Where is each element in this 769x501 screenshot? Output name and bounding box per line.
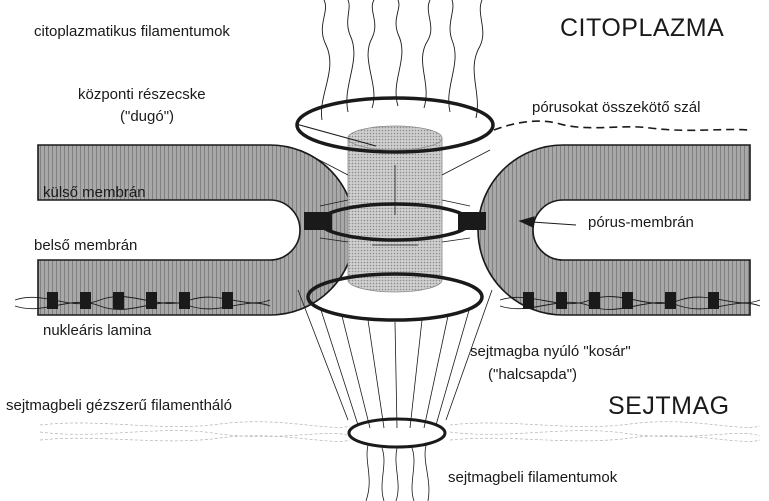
basket-ring	[347, 417, 447, 449]
central-particle-pointer	[295, 123, 377, 147]
nuclear-basket	[297, 289, 493, 429]
nuclear-gel-network-label: sejtmagbeli gézszerű filamentháló	[6, 397, 232, 414]
pore-membrane-pointer	[518, 216, 577, 228]
left-membrane	[37, 144, 356, 316]
central-particle-plug-label: ("dugó")	[120, 108, 175, 125]
nuclear-filaments	[365, 444, 430, 501]
pore-spokes	[299, 149, 491, 246]
cytoplasmic-filaments-label: citoplazmatikus filamentumok	[34, 23, 230, 40]
nuclear-filaments-label: sejtmagbeli filamentumok	[448, 469, 618, 486]
nucleus-region-label: SEJTMAG	[608, 392, 730, 420]
pore-membrane-label: pórus-membrán	[588, 214, 694, 231]
cytoplasmic-filaments	[321, 0, 484, 121]
outer-membrane-label: külső membrán	[43, 184, 146, 201]
central-particle-label: központi részecske	[78, 86, 206, 103]
cytoplasmic-ring	[295, 96, 495, 154]
inner-membrane-label: belső membrán	[34, 237, 138, 254]
pore-linking-fiber-label: pórusokat összekötő szál	[532, 99, 701, 116]
nuclear-basket-label: sejtmagba nyúló "kosár"	[470, 343, 631, 360]
cytoplasm-region-label: CITOPLAZMA	[560, 14, 725, 42]
lamina-pegs	[47, 292, 719, 309]
nuclear-gel-network	[39, 421, 761, 442]
right-membrane	[477, 144, 751, 316]
pore-linking-fiber	[493, 120, 749, 132]
nuclear-ring	[306, 272, 484, 322]
nuclear-lamina-label: nukleáris lamina	[43, 322, 152, 339]
fishtrap-label: ("halcsapda")	[488, 366, 578, 383]
middle-ring	[318, 202, 472, 242]
